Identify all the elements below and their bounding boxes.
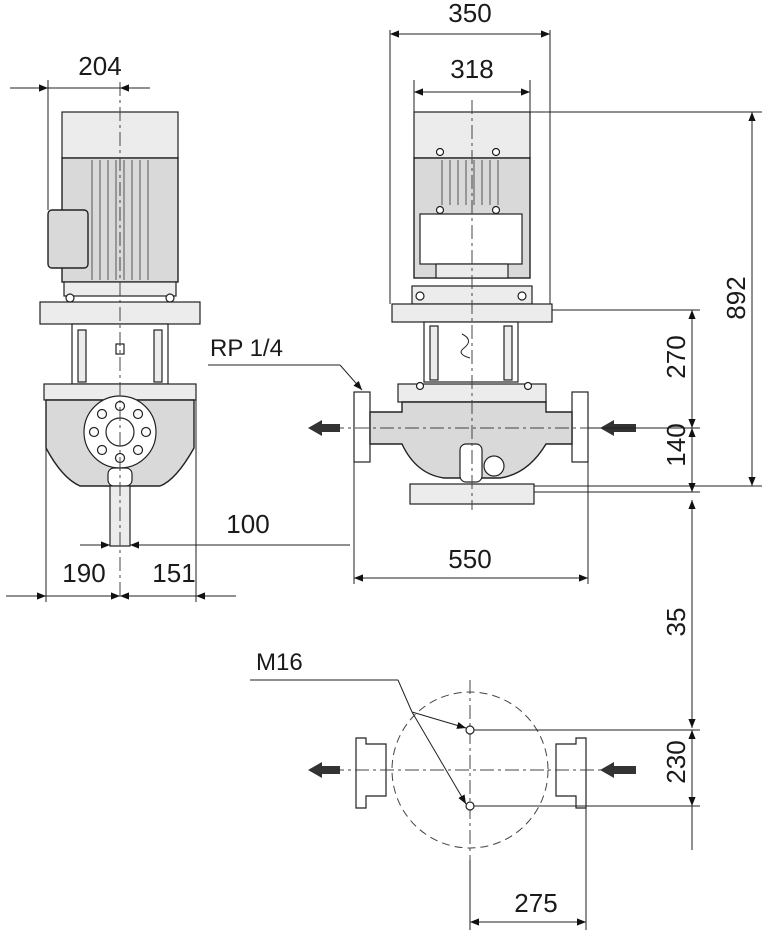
dimension-204: 204	[10, 51, 150, 210]
coupling-guard-front	[423, 321, 519, 383]
terminal-box-side	[47, 209, 89, 269]
dim-270-label: 270	[661, 335, 691, 378]
side-view	[39, 82, 201, 600]
dim-892-label: 892	[721, 276, 751, 319]
motor-fins-side	[91, 160, 149, 280]
dim-140-label: 140	[661, 423, 691, 466]
flow-arrow-outlet-top	[308, 762, 340, 778]
dimension-100: 100	[80, 509, 350, 549]
dimension-230: 230	[474, 729, 700, 850]
outlet-flange-top	[355, 737, 387, 809]
dimension-275: 275	[469, 808, 587, 930]
dim-100-label: 100	[226, 509, 269, 539]
dim-190-label: 190	[62, 558, 105, 588]
flow-arrow-inlet-top	[600, 762, 636, 778]
inlet-flange-top	[555, 737, 587, 809]
anchor-bolt-label: M16	[256, 649, 303, 676]
dim-35-label: 35	[661, 608, 691, 637]
pump-housing-front	[369, 401, 573, 479]
motor-fins-front	[441, 160, 499, 205]
outlet-flange-front	[353, 391, 371, 463]
dim-550-label: 550	[448, 544, 491, 574]
flow-arrow-outlet	[308, 420, 340, 436]
dim-350-label: 350	[448, 0, 491, 28]
flange-bolt-holes	[88, 400, 152, 464]
dimension-270-140: 270 140	[534, 309, 700, 493]
dim-275-label: 275	[514, 888, 557, 918]
dim-151-label: 151	[152, 558, 195, 588]
terminal-box-front	[419, 213, 523, 265]
dimension-892: 892	[530, 111, 762, 487]
footprint-view	[308, 680, 636, 860]
front-view	[308, 100, 636, 510]
vent-port-callout: RP 1/4	[208, 335, 363, 391]
anchor-bolt-callout: M16	[250, 649, 467, 805]
dim-318-label: 318	[450, 54, 493, 84]
dimension-190-151: 190 151	[6, 400, 236, 602]
dimension-350: 350	[389, 0, 551, 304]
vent-port-label: RP 1/4	[210, 335, 283, 362]
dimension-35: 35	[661, 500, 696, 728]
dim-204-label: 204	[78, 51, 121, 81]
dim-230-label: 230	[661, 740, 691, 783]
dimension-318: 318	[413, 54, 531, 112]
anchor-hole-bottom	[465, 801, 475, 811]
inlet-flange-front	[571, 391, 589, 463]
dimension-550: 550	[353, 462, 589, 584]
anchor-hole-top	[465, 725, 475, 735]
